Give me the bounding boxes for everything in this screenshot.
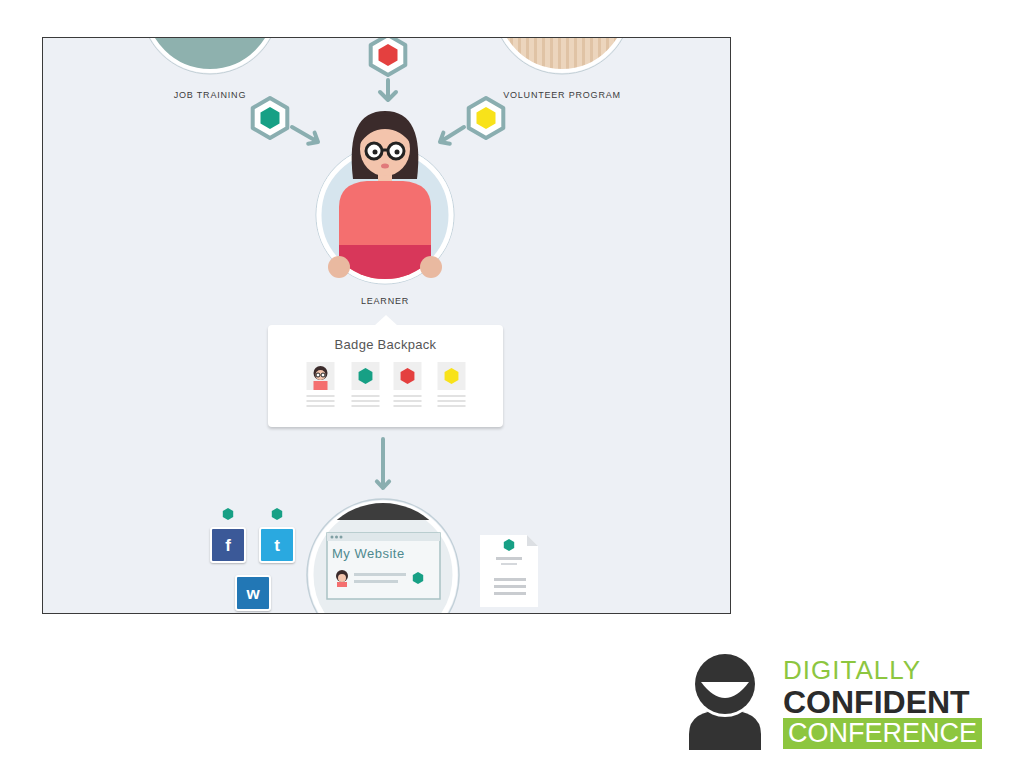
logo-person-icon	[686, 652, 764, 752]
node-caption: VOLUNTEER PROGRAM	[503, 90, 621, 100]
website-title: My Website	[332, 546, 405, 561]
social-letter: w	[246, 585, 259, 602]
card-title: Badge Backpack	[268, 325, 503, 352]
twitter-icon: t	[259, 527, 295, 563]
website-circle: My Website	[308, 500, 458, 614]
node-caption: LEARNER	[361, 296, 409, 306]
arrow-line	[377, 439, 389, 488]
logo-word: CONFIDENT	[783, 686, 970, 718]
flow-arrow	[377, 439, 389, 488]
badge-backpack-card: Badge Backpack	[268, 325, 503, 427]
logo-word: CONFERENCE	[788, 718, 977, 749]
wordpress-icon: w	[235, 575, 271, 611]
node-caption: JOB TRAINING	[174, 90, 246, 100]
learner-circle: LEARNER	[317, 147, 453, 283]
illustration-panel: JOB TRAINING VOLUNTEER PROGRAM LEARNER Badg…	[42, 37, 731, 614]
conference-band: CONFERENCE	[783, 718, 982, 749]
job-training-circle: JOB TRAINING	[142, 37, 278, 73]
circle-outline	[494, 37, 630, 73]
social-letter: f	[225, 537, 231, 554]
logo-word: DIGITALLY	[783, 657, 921, 683]
card-pointer	[374, 315, 398, 326]
social-letter: t	[274, 537, 280, 554]
facebook-icon: f	[210, 527, 246, 563]
learner-figure	[317, 147, 453, 283]
circle-outline	[142, 37, 278, 73]
volunteer-program-circle: VOLUNTEER PROGRAM	[494, 37, 630, 73]
